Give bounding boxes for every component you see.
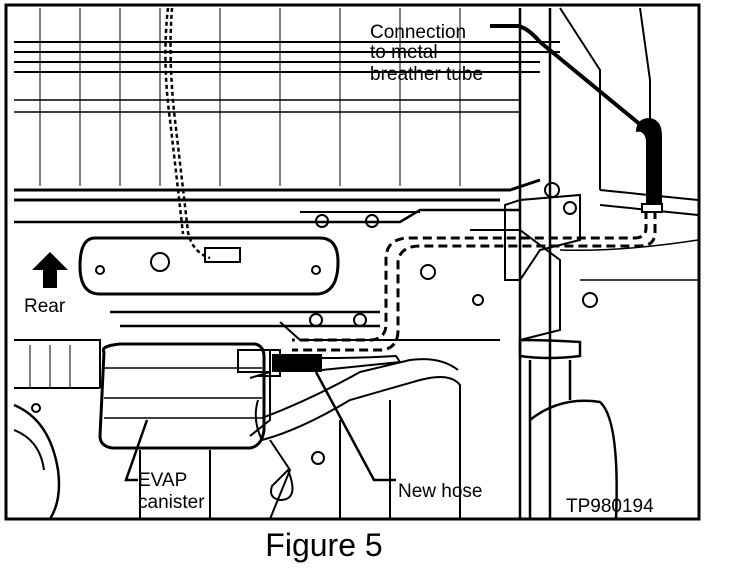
- hose-clamp: [641, 203, 663, 213]
- metal-breather-tube: [636, 118, 662, 206]
- connection-label-line-3: breather tube: [370, 64, 483, 85]
- evap-label-line-1: EVAP: [138, 470, 187, 491]
- new-hose-label: New hose: [398, 481, 483, 502]
- figure-caption: Figure 5: [265, 527, 382, 563]
- breather-tube-route: [292, 210, 657, 352]
- diagram-frame: [4, 3, 701, 521]
- figure-code: TP980194: [566, 496, 654, 517]
- new-hose: [258, 349, 402, 377]
- connection-label-line-1: Connection: [370, 22, 466, 43]
- rear-label: Rear: [24, 296, 66, 317]
- vehicle-underbody-drawing: [13, 7, 699, 520]
- rear-arrow-icon: [32, 252, 68, 288]
- leader-lines: [124, 24, 644, 482]
- connection-label-line-2: to metal: [370, 42, 438, 63]
- evap-label-line-2: canister: [138, 492, 205, 513]
